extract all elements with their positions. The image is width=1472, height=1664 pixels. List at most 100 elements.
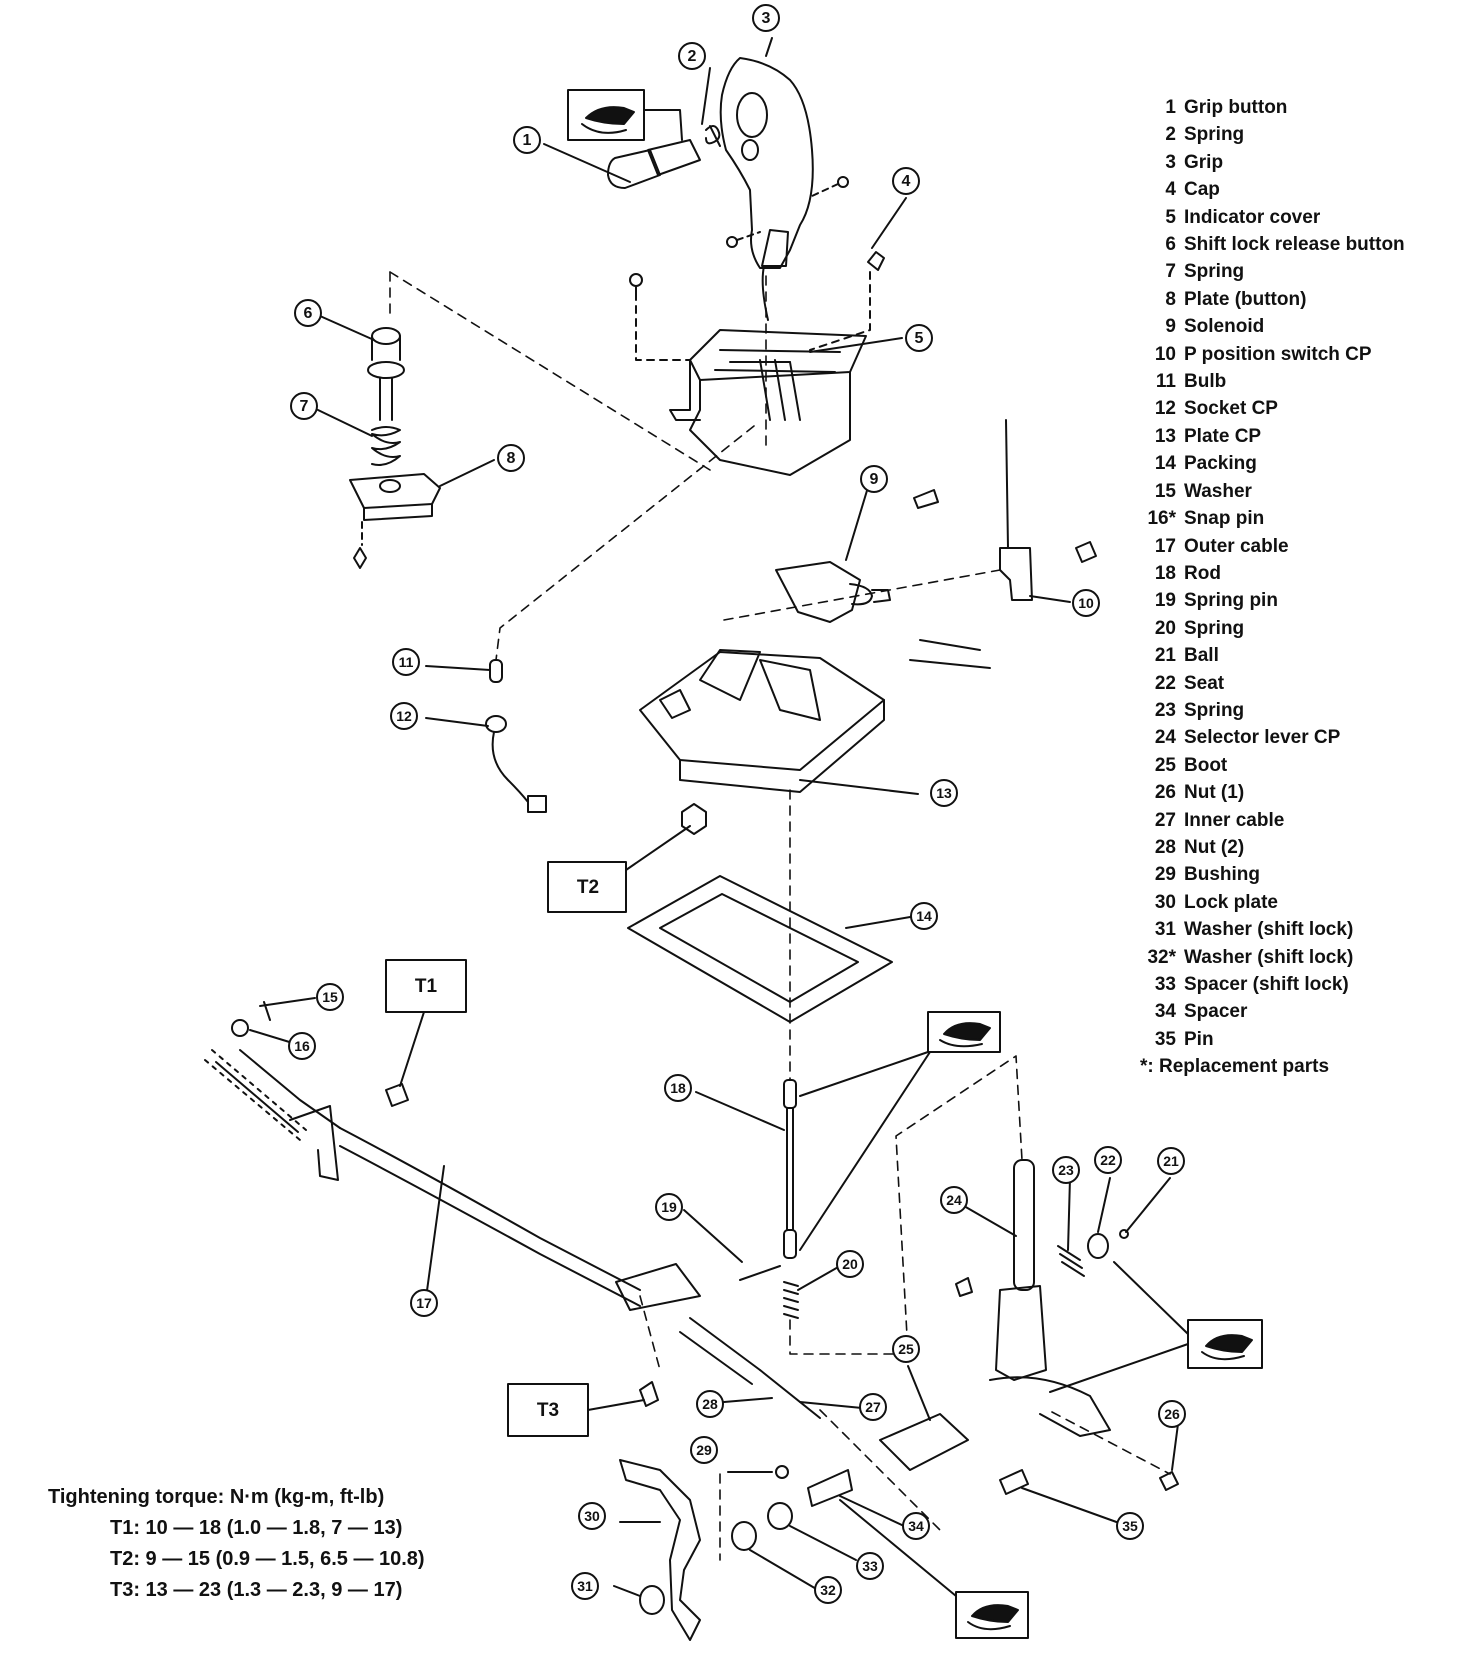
callout-number: 6 — [304, 305, 313, 322]
callout-circle — [294, 299, 322, 327]
legend-number: 17 — [1154, 535, 1176, 557]
legend-item: 15 Washer — [1140, 478, 1460, 505]
legend-item: 16*Snap pin — [1140, 505, 1460, 532]
callout-number: 7 — [300, 398, 309, 415]
callout-number: 15 — [322, 989, 338, 1005]
callout-number: 19 — [661, 1199, 677, 1215]
legend-number: 13 — [1154, 425, 1176, 447]
nut-part — [955, 1277, 1179, 1491]
callout-number: 25 — [898, 1341, 914, 1357]
legend-number: 7 — [1165, 261, 1176, 283]
callout-circle — [655, 1193, 683, 1221]
screw-part — [353, 521, 367, 569]
legend-label: Solenoid — [1184, 316, 1265, 338]
legend-label: Cap — [1184, 179, 1220, 201]
leader-lines — [249, 37, 1179, 1597]
callout-number: 32 — [820, 1582, 836, 1598]
legend-label: Shift lock release button — [1184, 234, 1405, 256]
callout-number: 9 — [870, 471, 879, 488]
torque-row-t1: T1: 10 — 18 (1.0 — 1.8, 7 — 13) — [110, 1517, 403, 1539]
legend-number: 32* — [1147, 946, 1176, 968]
legend-label: Grip — [1184, 151, 1224, 173]
legend-label: Grip button — [1184, 97, 1288, 118]
callout-circle — [678, 42, 706, 70]
legend-number: 27 — [1154, 809, 1176, 831]
lock-plate-part — [619, 1459, 701, 1641]
torque-tag-box — [385, 825, 691, 1437]
legend-item: 6 Shift lock release button — [1140, 231, 1460, 258]
legend-label: Washer — [1184, 480, 1252, 502]
callout-circle — [690, 1436, 718, 1464]
legend-label: Washer (shift lock) — [1184, 919, 1354, 941]
p-position-switch-part — [999, 419, 1097, 601]
callout-circle — [1116, 1512, 1144, 1540]
callout-number: 21 — [1163, 1153, 1179, 1169]
callout-number: 27 — [865, 1399, 881, 1415]
legend-label: Socket CP — [1184, 398, 1278, 420]
legend-label: Ball — [1184, 645, 1219, 667]
callout-circle — [571, 1572, 599, 1600]
spring-part — [783, 1281, 799, 1319]
callout-circle — [392, 648, 420, 676]
nut-part — [681, 803, 707, 835]
legend-number: 19 — [1154, 590, 1176, 612]
callout-number: 4 — [902, 173, 911, 190]
callout-number: 11 — [399, 654, 414, 670]
legend-number: 8 — [1165, 288, 1176, 310]
legend-label: Indicator cover — [1184, 206, 1321, 228]
outer-cable-part — [204, 1049, 821, 1419]
socket-part — [485, 715, 547, 813]
bulb-part — [489, 659, 503, 683]
legend-number: 29 — [1154, 864, 1176, 886]
torque-tag-label: T3 — [537, 1400, 559, 1421]
callout-circle — [752, 4, 780, 32]
callout-circle — [290, 392, 318, 420]
legend-number: 34 — [1154, 1001, 1176, 1023]
indicator-cover-part — [669, 329, 867, 476]
legend-label: Washer (shift lock) — [1184, 946, 1354, 968]
callout-number: 34 — [908, 1518, 924, 1534]
legend-label: Outer cable — [1184, 535, 1289, 557]
callout-number: 18 — [670, 1080, 686, 1096]
packing-part — [627, 875, 893, 1023]
torque-row-t3: T3: 13 — 23 (1.3 — 2.3, 9 — 17) — [110, 1579, 403, 1601]
screw-part — [639, 1381, 659, 1407]
legend-number: 15 — [1154, 480, 1176, 502]
torque-heading: Tightening torque: N·m (kg-m, ft-lb) — [48, 1486, 385, 1508]
callout-number: 31 — [577, 1578, 593, 1594]
callout-circle — [814, 1576, 842, 1604]
legend-number: 33 — [1154, 974, 1176, 995]
callout-number: 28 — [702, 1396, 718, 1412]
callout-circle — [1072, 589, 1100, 617]
instruction-icon — [839, 1499, 1029, 1639]
torque-spec-block: Tightening torque: N·m (kg-m, ft-lb) T1:… — [48, 1482, 425, 1606]
legend-number: 6 — [1165, 234, 1176, 256]
callout-number: 5 — [915, 330, 924, 347]
callout-circle — [892, 167, 920, 195]
spring-pin-part — [739, 1265, 781, 1281]
legend-label: Pin — [1184, 1028, 1214, 1050]
legend-item: 32* Washer (shift lock) — [1140, 944, 1460, 971]
callout-number: 10 — [1078, 595, 1094, 611]
instruction-icon — [567, 89, 683, 141]
callout-circle — [497, 444, 525, 472]
rod-part — [783, 1079, 797, 1259]
button-plate-part — [349, 473, 441, 521]
legend-label: Packing — [1184, 453, 1257, 475]
legend-label: Plate CP — [1184, 425, 1262, 447]
